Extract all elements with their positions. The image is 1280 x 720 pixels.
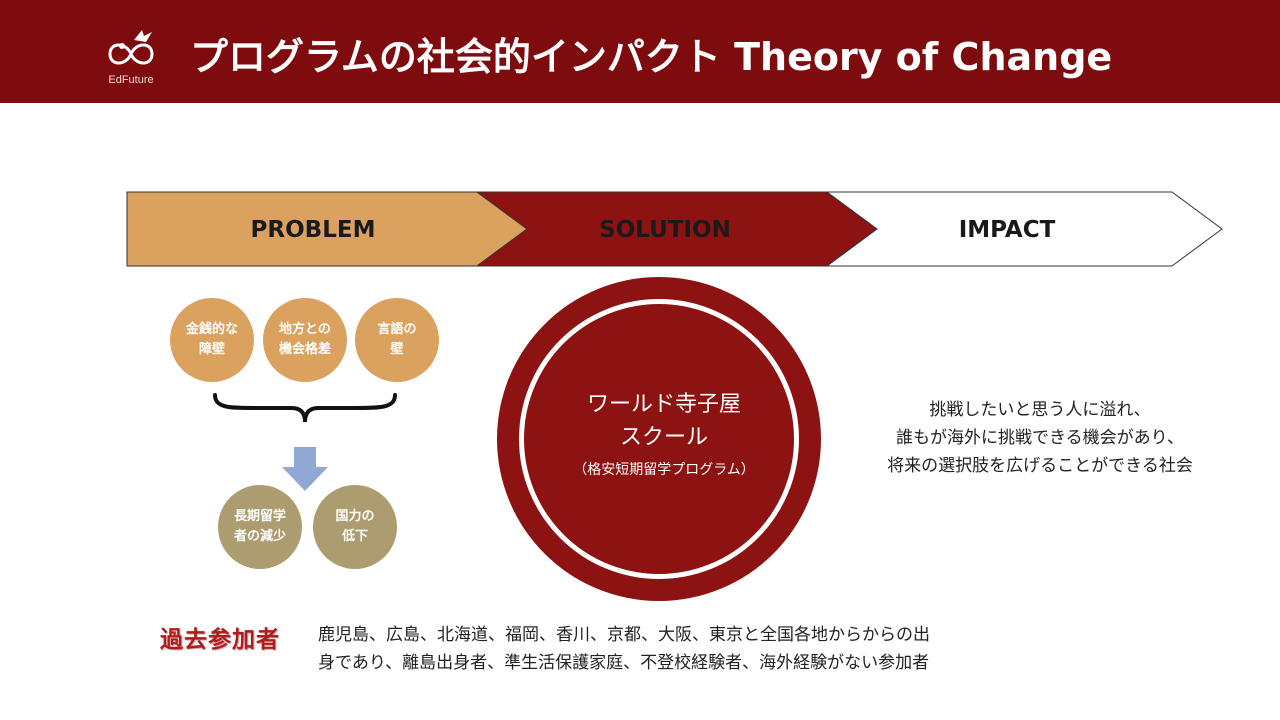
down-arrow-icon xyxy=(282,447,328,491)
stage-arrows xyxy=(126,191,1223,267)
past-participants-line-2: 身であり、離島出身者、準生活保護家庭、不登校経験者、海外経験がない参加者 xyxy=(318,653,930,673)
stage-label-impact: IMPACT xyxy=(958,217,1056,243)
edfuture-logo: EdFuture xyxy=(100,24,162,90)
logo-text: EdFuture xyxy=(108,74,154,86)
brace-icon xyxy=(213,393,397,423)
impact-arrow xyxy=(825,191,1223,267)
past-participants-line-1: 鹿児島、広島、北海道、福岡、香川、京都、大阪、東京と全国各地からからの出 xyxy=(318,625,930,645)
solution-line-3: （格安短期留学プログラム） xyxy=(573,462,755,478)
cause-circle-regional: 地方との 機会格差 xyxy=(263,298,347,382)
solution-inner-ring: ワールド寺子屋 スクール （格安短期留学プログラム） xyxy=(519,299,799,579)
impact-line-2: 誰もが海外に挑戦できる機会があり、 xyxy=(896,428,1184,448)
header-bar: EdFuture プログラムの社会的インパクト Theory of Change xyxy=(0,0,1280,103)
page-title: プログラムの社会的インパクト Theory of Change xyxy=(190,35,1113,79)
effect-circle-national-power: 国力の 低下 xyxy=(313,485,397,569)
impact-line-1: 挑戦したいと思う人に溢れ、 xyxy=(929,400,1151,420)
past-participants-title: 過去参加者 xyxy=(160,627,280,653)
impact-line-3: 将来の選択肢を広げることができる社会 xyxy=(887,456,1193,476)
effect-circle-study-abroad: 長期留学 者の減少 xyxy=(218,485,302,569)
solution-line-1: ワールド寺子屋 xyxy=(586,392,741,417)
stage-label-problem: PROBLEM xyxy=(250,217,376,243)
solution-line-2: スクール xyxy=(619,425,708,450)
cause-circle-financial: 金銭的な 障壁 xyxy=(170,298,254,382)
solution-circle: ワールド寺子屋 スクール （格安短期留学プログラム） xyxy=(497,277,821,601)
cause-circle-language: 言語の 壁 xyxy=(355,298,439,382)
infinity-bird-icon xyxy=(108,30,154,65)
stage-label-solution: SOLUTION xyxy=(599,217,731,243)
